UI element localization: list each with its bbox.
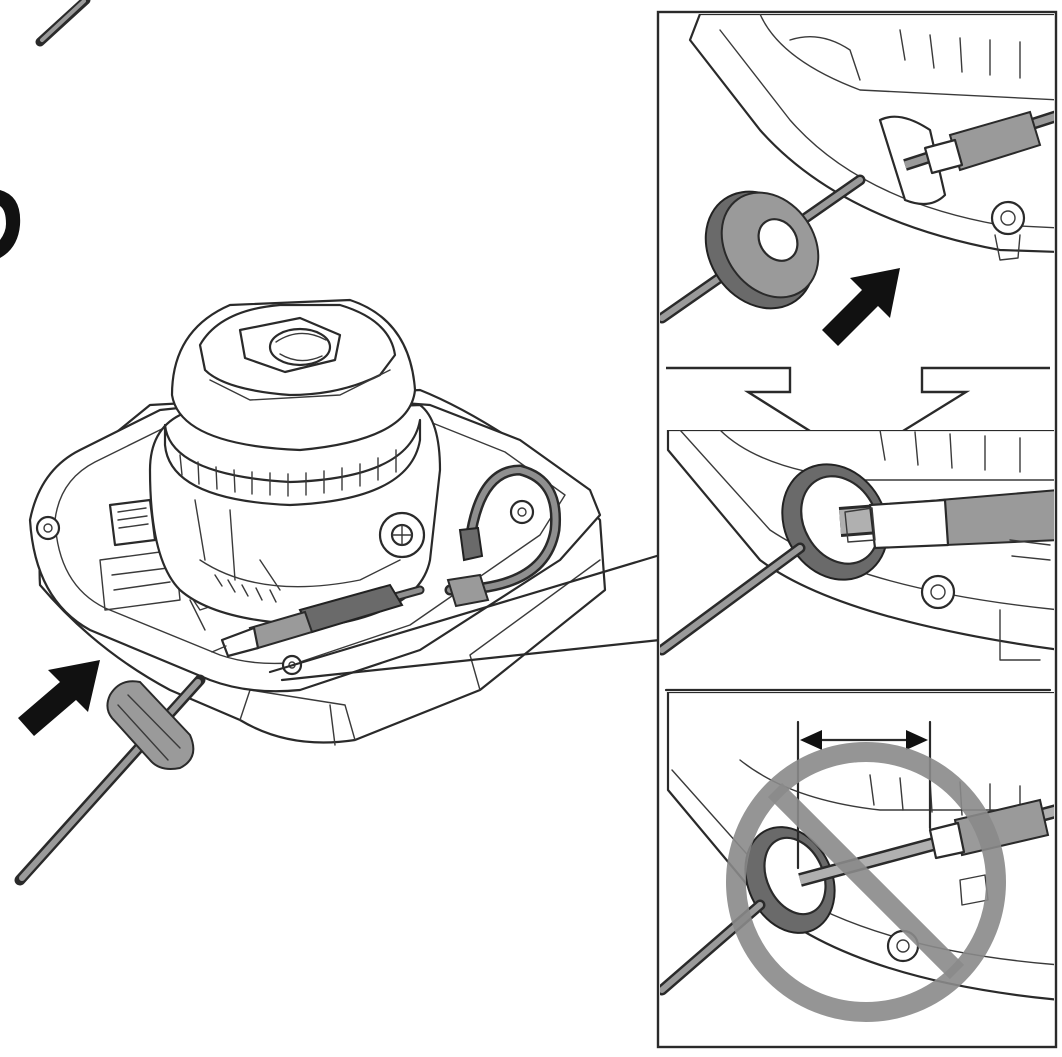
- ethernet-port: [99, 498, 181, 611]
- rubber-grommet: [14, 674, 206, 886]
- push-arrow-icon: [18, 660, 100, 736]
- mounting-screw-left: [35, 515, 61, 541]
- tilt-knob: [378, 511, 426, 559]
- camera-dome: [148, 298, 442, 627]
- panel-incorrect-grommet-gap: [660, 692, 1054, 1022]
- lens: [238, 316, 342, 374]
- step-number-fragment: [0, 190, 21, 258]
- callout-lines: [268, 553, 662, 682]
- cable-fragment-top: [35, 0, 91, 47]
- panel-grommet-seated: [660, 430, 1054, 661]
- internal-cable: [211, 464, 562, 658]
- cable-connector: [211, 583, 404, 658]
- panel-insert-grommet: [660, 14, 1054, 346]
- mounting-screw-right: [509, 499, 535, 525]
- prohibited-icon: [726, 742, 1006, 1022]
